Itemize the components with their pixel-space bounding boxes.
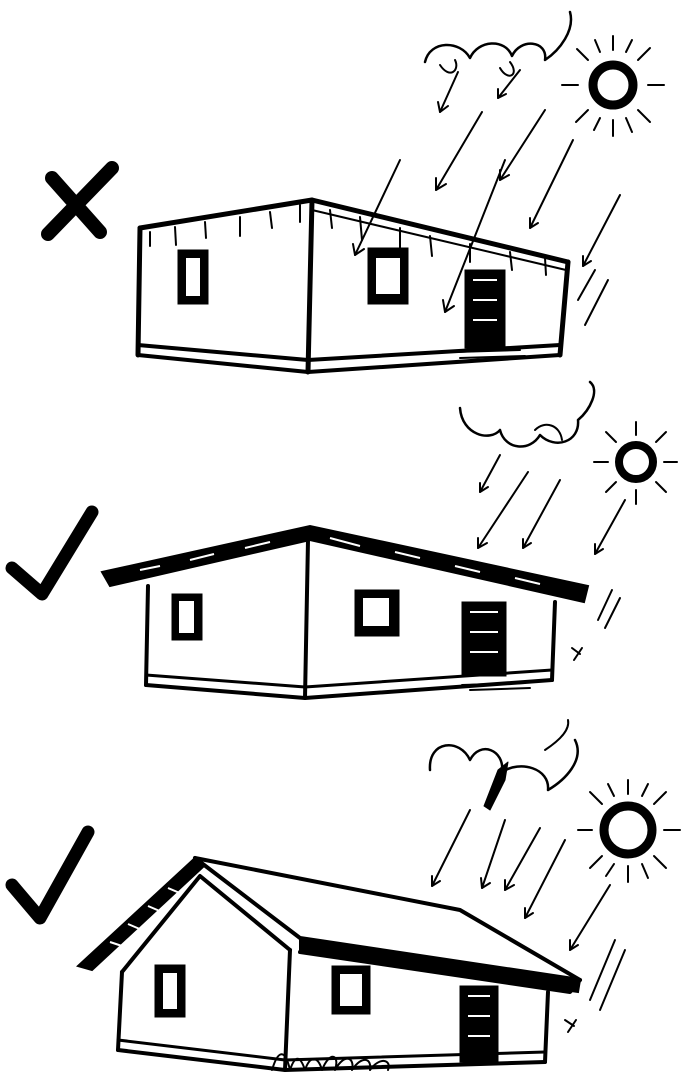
panel-flat-roof-with-overhang [0, 380, 683, 710]
cross-mark-icon [48, 168, 112, 234]
door [460, 986, 498, 1062]
sun-icon [562, 36, 664, 136]
cloud-icon [460, 382, 594, 446]
cloud-icon [425, 12, 571, 76]
house-flat-roof [138, 200, 568, 372]
panel-gable-roof-with-overhang [0, 710, 683, 1084]
check-mark-icon [12, 512, 92, 594]
check-mark-icon [12, 832, 88, 918]
house-flat-roof-overhang [102, 526, 588, 698]
door [465, 270, 505, 348]
sun-icon [578, 780, 680, 882]
door [462, 602, 506, 676]
panel-flat-roof-no-overhang [0, 0, 683, 380]
sun-icon [594, 422, 677, 504]
